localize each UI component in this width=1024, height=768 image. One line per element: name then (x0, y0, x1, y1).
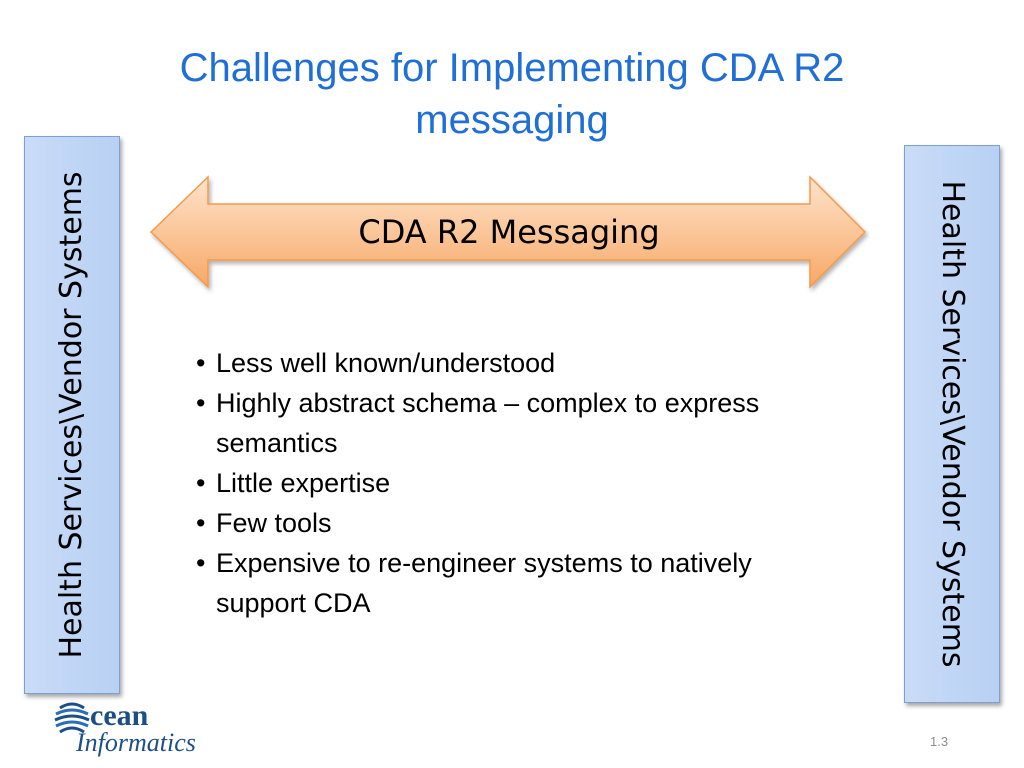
page-number: 1.3 (930, 734, 949, 749)
logo-word-informatics: Informatics (76, 728, 196, 757)
right-system-box: Health Services\Vendor Systems (904, 145, 1000, 703)
ocean-informatics-logo: cean Informatics (52, 700, 222, 760)
slide-title: Challenges for Implementing CDA R2 messa… (179, 46, 845, 142)
right-system-label: Health Services\Vendor Systems (935, 180, 970, 668)
messaging-arrow: CDA R2 Messaging (148, 172, 870, 296)
arrow-label: CDA R2 Messaging (358, 213, 660, 251)
list-item: Less well known/understood (196, 343, 796, 383)
logo-word-ocean: cean (90, 699, 149, 732)
left-system-box: Health Services\Vendor Systems (24, 136, 120, 694)
ocean-wave-icon (54, 702, 90, 734)
left-system-label: Health Services\Vendor Systems (54, 171, 89, 659)
list-item: Expensive to re-engineer systems to nati… (196, 543, 796, 623)
double-arrow-icon (149, 175, 867, 289)
list-item: Highly abstract schema – complex to expr… (196, 383, 796, 463)
challenges-list: Less well known/understood Highly abstra… (196, 343, 796, 623)
list-item: Few tools (196, 503, 796, 543)
list-item: Little expertise (196, 463, 796, 503)
